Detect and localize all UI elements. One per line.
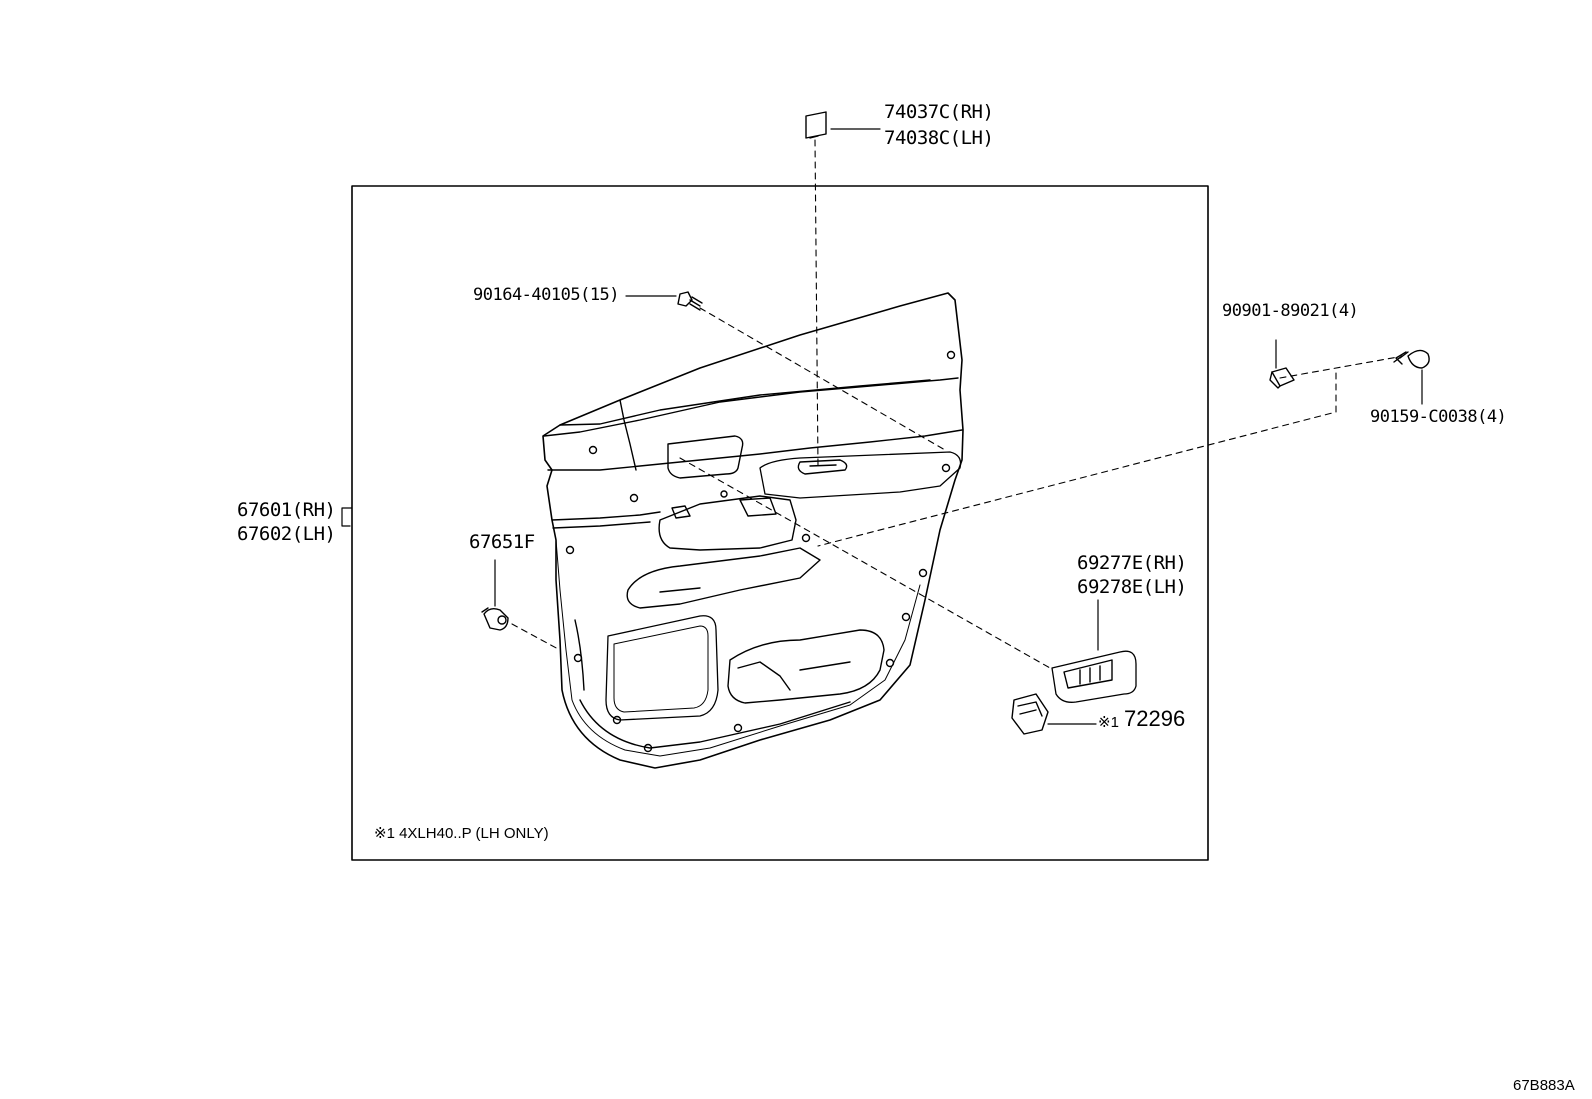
- cover-part: [805, 111, 827, 139]
- footnote: ※1 4XLH40..P (LH ONLY): [374, 825, 549, 842]
- panel-rh-label: 67601(RH): [237, 499, 336, 521]
- bolt-part: [1393, 349, 1430, 369]
- switch-mark-label: ※1: [1098, 714, 1119, 731]
- cover-lh-label: 74038C(LH): [884, 127, 994, 149]
- leader-lines: [341, 128, 1423, 725]
- frame-box: [351, 185, 1209, 861]
- cover-rh-label: 74037C(RH): [884, 101, 994, 123]
- bezel-rh-label: 69277E(RH): [1077, 552, 1187, 574]
- dashed-lines: [511, 139, 1399, 669]
- bolt-label: 90159-C0038(4): [1370, 407, 1507, 427]
- retainer-part: [481, 607, 509, 631]
- clip-nut-label: 90901-89021(4): [1222, 301, 1359, 321]
- panel-lh-label: 67602(LH): [237, 523, 336, 545]
- clip-nut-part: [1269, 367, 1295, 389]
- retainer-label: 67651F: [469, 531, 535, 553]
- screw-part: [677, 291, 703, 311]
- bezel-lh-label: 69278E(LH): [1077, 576, 1187, 598]
- switch-label: 72296: [1124, 706, 1186, 731]
- screw-label: 90164-40105(15): [473, 285, 620, 305]
- bezel-part: [1051, 650, 1137, 703]
- switch-part: [1011, 693, 1049, 735]
- door-trim-panel: [542, 292, 964, 769]
- diagram-code: 67B883A: [1513, 1077, 1575, 1094]
